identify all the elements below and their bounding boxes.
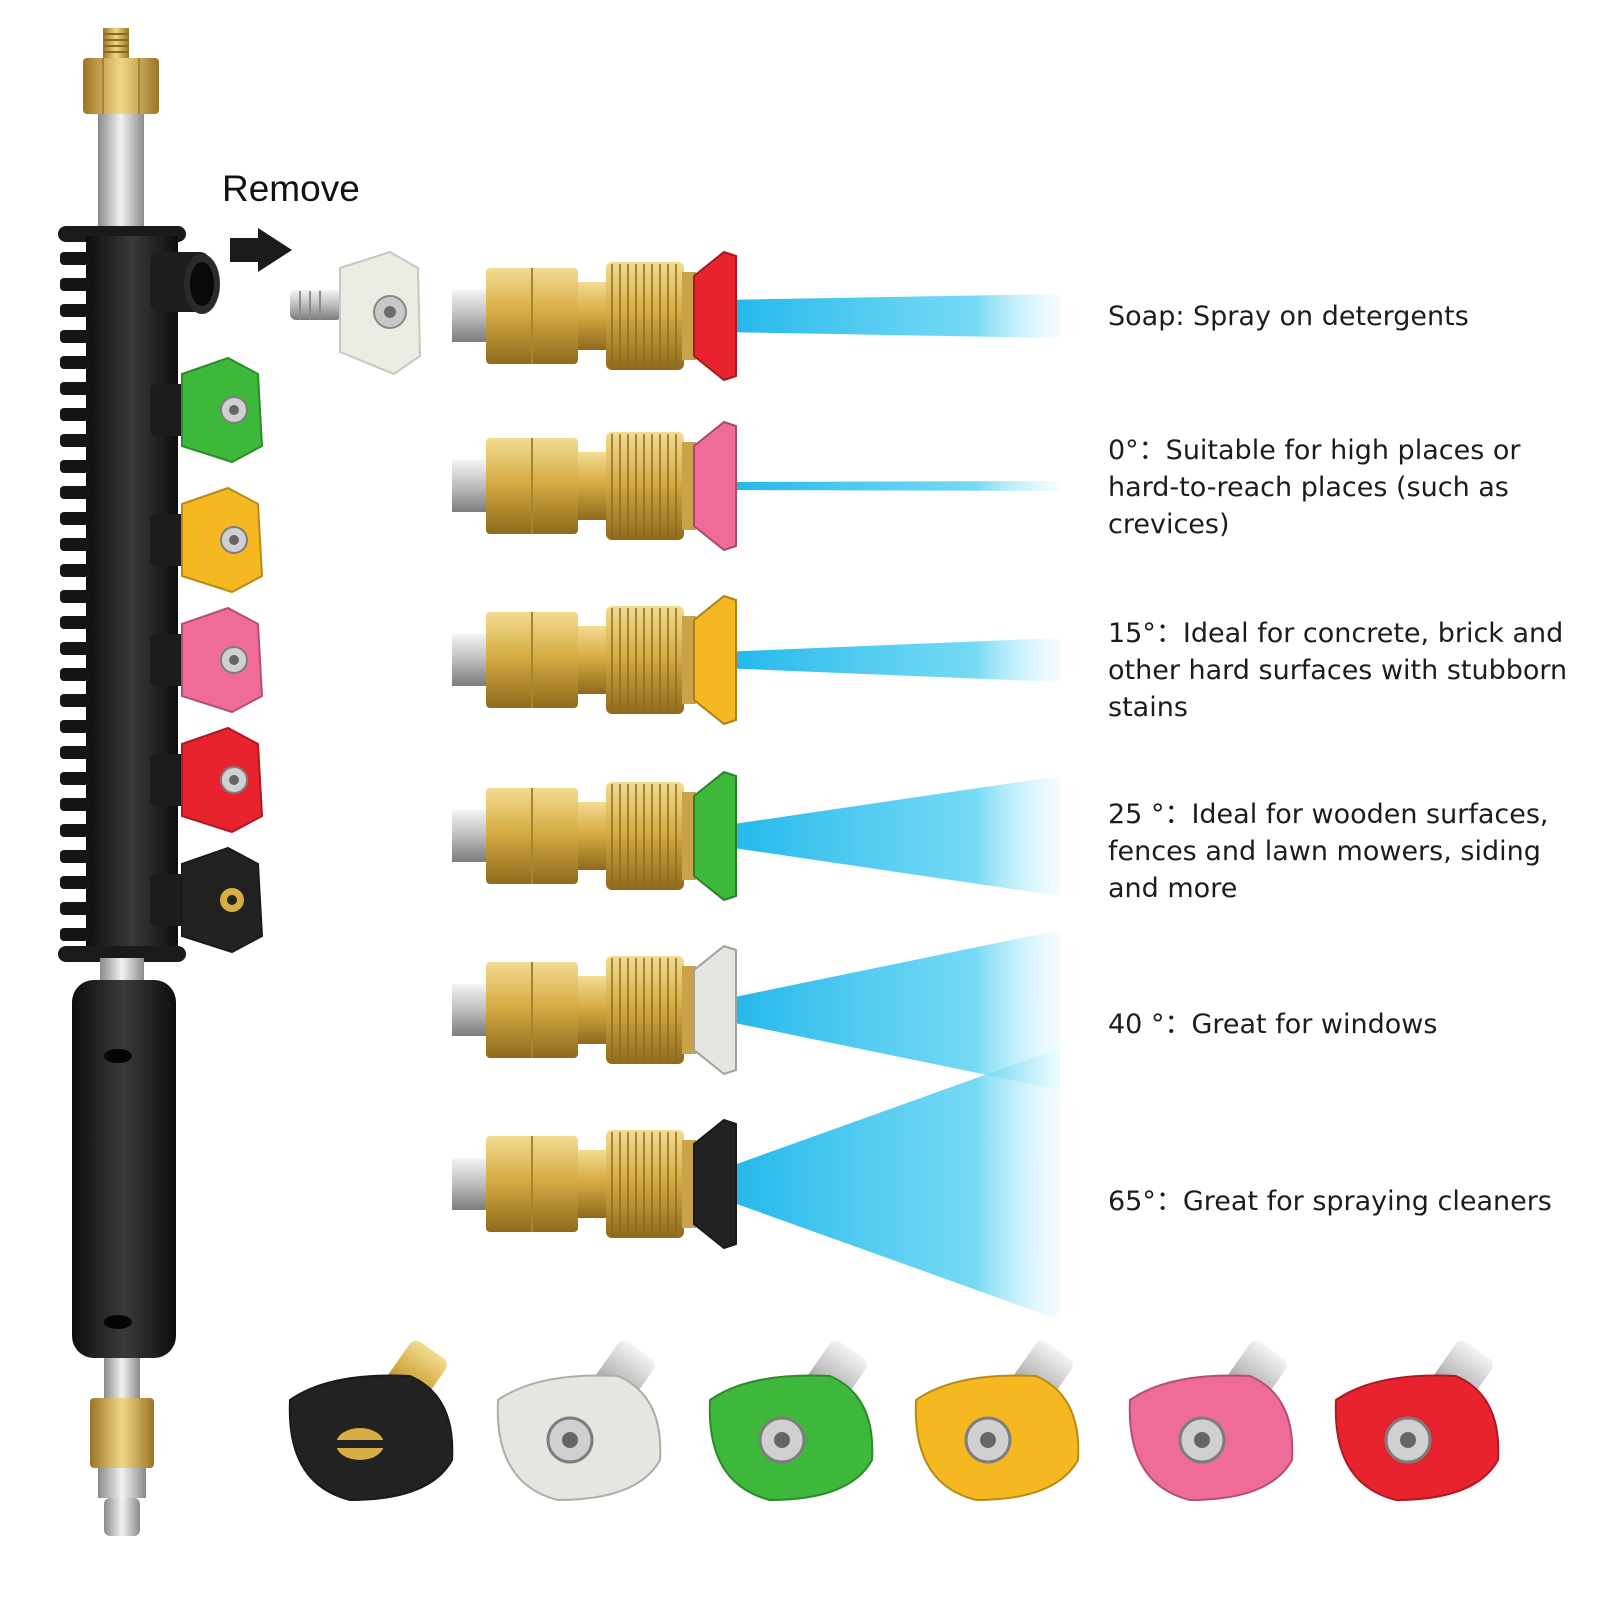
top-thread-fitting bbox=[103, 28, 129, 58]
remove-arrow-icon bbox=[230, 228, 292, 272]
stored-nozzle-black bbox=[150, 846, 264, 954]
spray-0-degree bbox=[720, 481, 1060, 491]
assembly-soap bbox=[452, 250, 1060, 382]
upper-steel-tube bbox=[98, 114, 144, 232]
loose-nozzle-pink bbox=[1128, 1340, 1294, 1502]
stored-nozzle-red bbox=[150, 726, 264, 834]
nozzle-desc-65-degree: 65°：Great for spraying cleaners bbox=[1108, 1186, 1552, 1217]
remove-label: Remove bbox=[222, 168, 360, 209]
loose-nozzle-white bbox=[496, 1340, 662, 1502]
nozzle-desc-soap: Soap: Spray on detergents bbox=[1108, 301, 1469, 332]
stored-nozzle-yellow bbox=[150, 486, 264, 594]
spray-40-degree bbox=[720, 930, 1060, 1090]
nozzle-tip-0-degree bbox=[693, 420, 737, 552]
empty-soap-port bbox=[190, 262, 214, 306]
assembly-0-degree bbox=[452, 420, 1060, 552]
nozzle-tip-15-degree bbox=[693, 594, 737, 726]
spray-25-degree bbox=[720, 776, 1060, 896]
loose-nozzle-black bbox=[288, 1340, 454, 1502]
assembly-40-degree bbox=[452, 930, 1060, 1090]
removed-soap-nozzle bbox=[290, 250, 422, 376]
assembly-65-degree bbox=[452, 1048, 1060, 1320]
spray-65-degree bbox=[720, 1048, 1060, 1320]
wand-handle bbox=[72, 980, 176, 1358]
top-hex-nut bbox=[83, 58, 159, 114]
nozzle-tip-65-degree bbox=[693, 1118, 737, 1250]
loose-nozzle-green bbox=[708, 1340, 874, 1502]
stored-nozzles bbox=[150, 356, 264, 954]
nozzle-tip-25-degree bbox=[693, 770, 737, 902]
quick-connect-plug bbox=[104, 1498, 140, 1536]
nozzle-holder bbox=[86, 236, 178, 958]
spray-soap bbox=[720, 294, 1060, 338]
stored-nozzle-green bbox=[150, 356, 264, 464]
lower-brass-fitting bbox=[90, 1398, 154, 1468]
nozzle-desc-40-degree: 40 °：Great for windows bbox=[1108, 1009, 1438, 1040]
nozzle-tip-40-degree bbox=[693, 944, 737, 1076]
nozzle-desc-15-degree: 15°：Ideal for concrete, brick and other … bbox=[1108, 618, 1568, 723]
assembly-15-degree bbox=[452, 594, 1060, 726]
loose-nozzle-yellow bbox=[914, 1340, 1080, 1502]
spray-wand bbox=[58, 28, 220, 1536]
spray-15-degree bbox=[720, 638, 1060, 682]
assembly-25-degree bbox=[452, 770, 1060, 902]
loose-nozzle-red bbox=[1334, 1340, 1500, 1502]
nozzle-desc-0-degree: 0°：Suitable for high places or hard-to-r… bbox=[1108, 435, 1521, 540]
nozzle-desc-25-degree: 25 °：Ideal for wooden surfaces, fences a… bbox=[1108, 799, 1549, 904]
stored-nozzle-pink bbox=[150, 606, 264, 714]
nozzle-tip-soap bbox=[693, 250, 737, 382]
